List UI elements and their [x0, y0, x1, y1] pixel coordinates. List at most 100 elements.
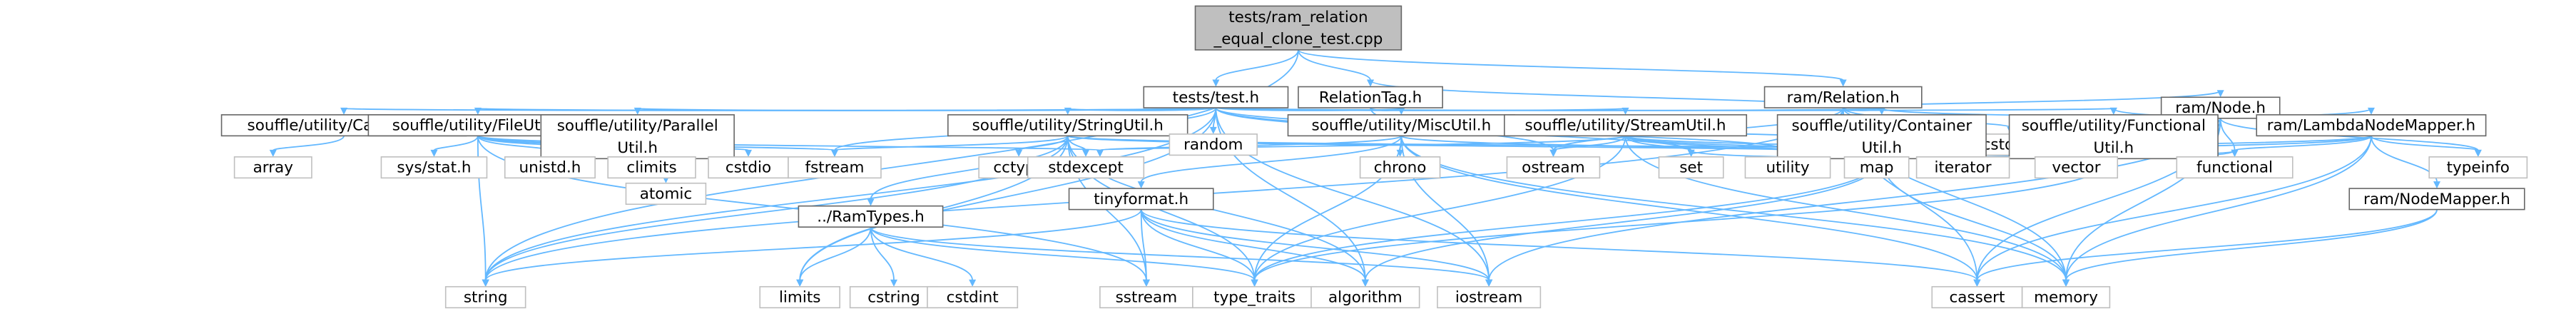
- node-stdexcept[interactable]: stdexcept: [1027, 156, 1145, 179]
- edge-arrowhead: [1137, 181, 1145, 189]
- node-box: [1763, 86, 1923, 108]
- node-atomic[interactable]: atomic: [625, 182, 707, 206]
- node-label: souffle/utility/Parallel: [557, 117, 718, 135]
- node-box: [947, 114, 1188, 137]
- node-root[interactable]: tests/ram_relation_equal_clone_test.cpp: [1194, 5, 1402, 51]
- node-box: [1843, 156, 1910, 179]
- node-unistd[interactable]: unistd.h: [504, 156, 596, 179]
- node-box: [233, 156, 312, 179]
- node-box: [1194, 5, 1402, 51]
- node-cassert[interactable]: cassert: [1931, 285, 2023, 309]
- node-iostream[interactable]: iostream: [1437, 285, 1542, 309]
- node-nodemapper[interactable]: ram/NodeMapper.h: [2348, 188, 2525, 211]
- node-cstring[interactable]: cstring: [849, 285, 939, 309]
- node-label: cstdint: [947, 289, 999, 307]
- node-label: ram/Relation.h: [1787, 88, 1900, 106]
- node-box: [708, 156, 789, 179]
- node-box: [1143, 86, 1289, 108]
- node-label: ram/NodeMapper.h: [2363, 191, 2510, 208]
- node-label: souffle/utility/StringUtil.h: [972, 117, 1164, 135]
- node-relationtag[interactable]: RelationTag.h: [1298, 86, 1443, 108]
- node-iterator[interactable]: iterator: [1915, 156, 2010, 179]
- node-lambdanodemapper[interactable]: ram/LambdaNodeMapper.h: [2256, 114, 2487, 137]
- edge-ram-node-to-typeinfo: [2219, 118, 2479, 151]
- node-streamutil[interactable]: souffle/utility/StreamUtil.h: [1504, 114, 1748, 137]
- edge-arrowhead: [1015, 149, 1023, 157]
- edge-arrowhead: [2474, 149, 2482, 157]
- edge-stringutil-to-ramtypes: [870, 136, 1069, 200]
- node-random[interactable]: random: [1169, 133, 1258, 156]
- node-cstdio[interactable]: cstdio: [708, 156, 789, 179]
- node-label: sys/stat.h: [397, 159, 471, 177]
- edge-arrowhead: [890, 279, 898, 287]
- node-ostream[interactable]: ostream: [1506, 156, 1601, 179]
- edge-arrowhead: [2216, 90, 2224, 98]
- edge-arrowhead: [2062, 279, 2070, 287]
- node-string[interactable]: string: [444, 285, 526, 309]
- node-fstream[interactable]: fstream: [788, 156, 882, 179]
- edge-arrowhead: [2367, 107, 2375, 115]
- edge-streamutil-to-memory: [1624, 136, 2067, 280]
- node-limits[interactable]: limits: [759, 285, 840, 309]
- node-miscutil[interactable]: souffle/utility/MiscUtil.h: [1287, 114, 1516, 137]
- node-label: ostream: [1522, 159, 1585, 177]
- node-test-h[interactable]: tests/test.h: [1143, 86, 1289, 108]
- edge-tinyformat-to-iostream: [1140, 209, 1490, 280]
- node-chrono[interactable]: chrono: [1359, 156, 1441, 179]
- node-box: [759, 285, 840, 309]
- node-label: tests/ram_relation: [1228, 9, 1368, 26]
- node-box: [798, 205, 944, 228]
- edge-ramtypes-to-iostream: [870, 226, 1490, 281]
- node-ram-relation[interactable]: ram/Relation.h: [1763, 86, 1923, 108]
- node-tinyformat[interactable]: tinyformat.h: [1068, 188, 1214, 211]
- node-typeinfo[interactable]: typeinfo: [2428, 156, 2528, 179]
- edge-arrowhead: [1064, 107, 1071, 115]
- node-utility[interactable]: utility: [1744, 156, 1831, 179]
- node-label: utility: [1766, 159, 1809, 177]
- node-ramtypes[interactable]: ../RamTypes.h: [798, 205, 944, 228]
- node-cstdint[interactable]: cstdint: [927, 285, 1019, 309]
- node-box: [540, 114, 735, 160]
- node-label: fstream: [805, 159, 865, 177]
- node-box: [2176, 156, 2294, 179]
- edge-arrowhead: [2433, 181, 2441, 189]
- node-memory[interactable]: memory: [2021, 285, 2111, 309]
- node-box: [1310, 285, 1420, 309]
- edge-lambdanodemapper-to-memory: [2065, 136, 2372, 280]
- edge-test-h-to-parallelutil: [636, 107, 1217, 111]
- edge-test-h-to-functionalutil: [1215, 107, 2114, 111]
- edge-root-to-relationtag: [1298, 49, 1371, 81]
- node-sstream[interactable]: sstream: [1099, 285, 1193, 309]
- node-algorithm[interactable]: algorithm: [1310, 285, 1420, 309]
- edge-arrowhead: [1096, 149, 1104, 157]
- node-stringutil[interactable]: souffle/utility/StringUtil.h: [947, 114, 1188, 137]
- node-climits[interactable]: climits: [607, 156, 696, 179]
- edge-arrowhead: [1398, 107, 1405, 115]
- node-label: chrono: [1374, 159, 1427, 177]
- node-vector[interactable]: vector: [2034, 156, 2119, 179]
- edge-streamutil-to-type-traits: [1253, 136, 1626, 280]
- node-type-traits[interactable]: type_traits: [1192, 285, 1318, 309]
- edge-root-to-ram-relation: [1298, 49, 1844, 81]
- edge-arrowhead: [1367, 79, 1375, 87]
- node-set[interactable]: set: [1658, 156, 1724, 179]
- edge-arrowhead: [269, 149, 277, 157]
- node-label: RelationTag.h: [1319, 88, 1422, 106]
- node-label: ../RamTypes.h: [817, 208, 925, 226]
- node-sysstat[interactable]: sys/stat.h: [380, 156, 488, 179]
- node-map[interactable]: map: [1843, 156, 1910, 179]
- edge-nodemapper-to-memory: [2065, 209, 2438, 281]
- edge-root-to-test-h: [1215, 49, 1299, 81]
- node-functional[interactable]: functional: [2176, 156, 2294, 179]
- edge-tinyformat-to-string: [484, 209, 1142, 281]
- node-label: souffle/utility/Functional: [2022, 117, 2206, 135]
- node-label: array: [253, 159, 294, 177]
- node-label: souffle/utility/StreamUtil.h: [1525, 117, 1726, 135]
- edge-tinyformat-to-cassert: [1140, 209, 1978, 281]
- node-box: [1776, 114, 1987, 160]
- edge-stringutil-to-fstream: [834, 135, 1069, 151]
- node-array[interactable]: array: [233, 156, 312, 179]
